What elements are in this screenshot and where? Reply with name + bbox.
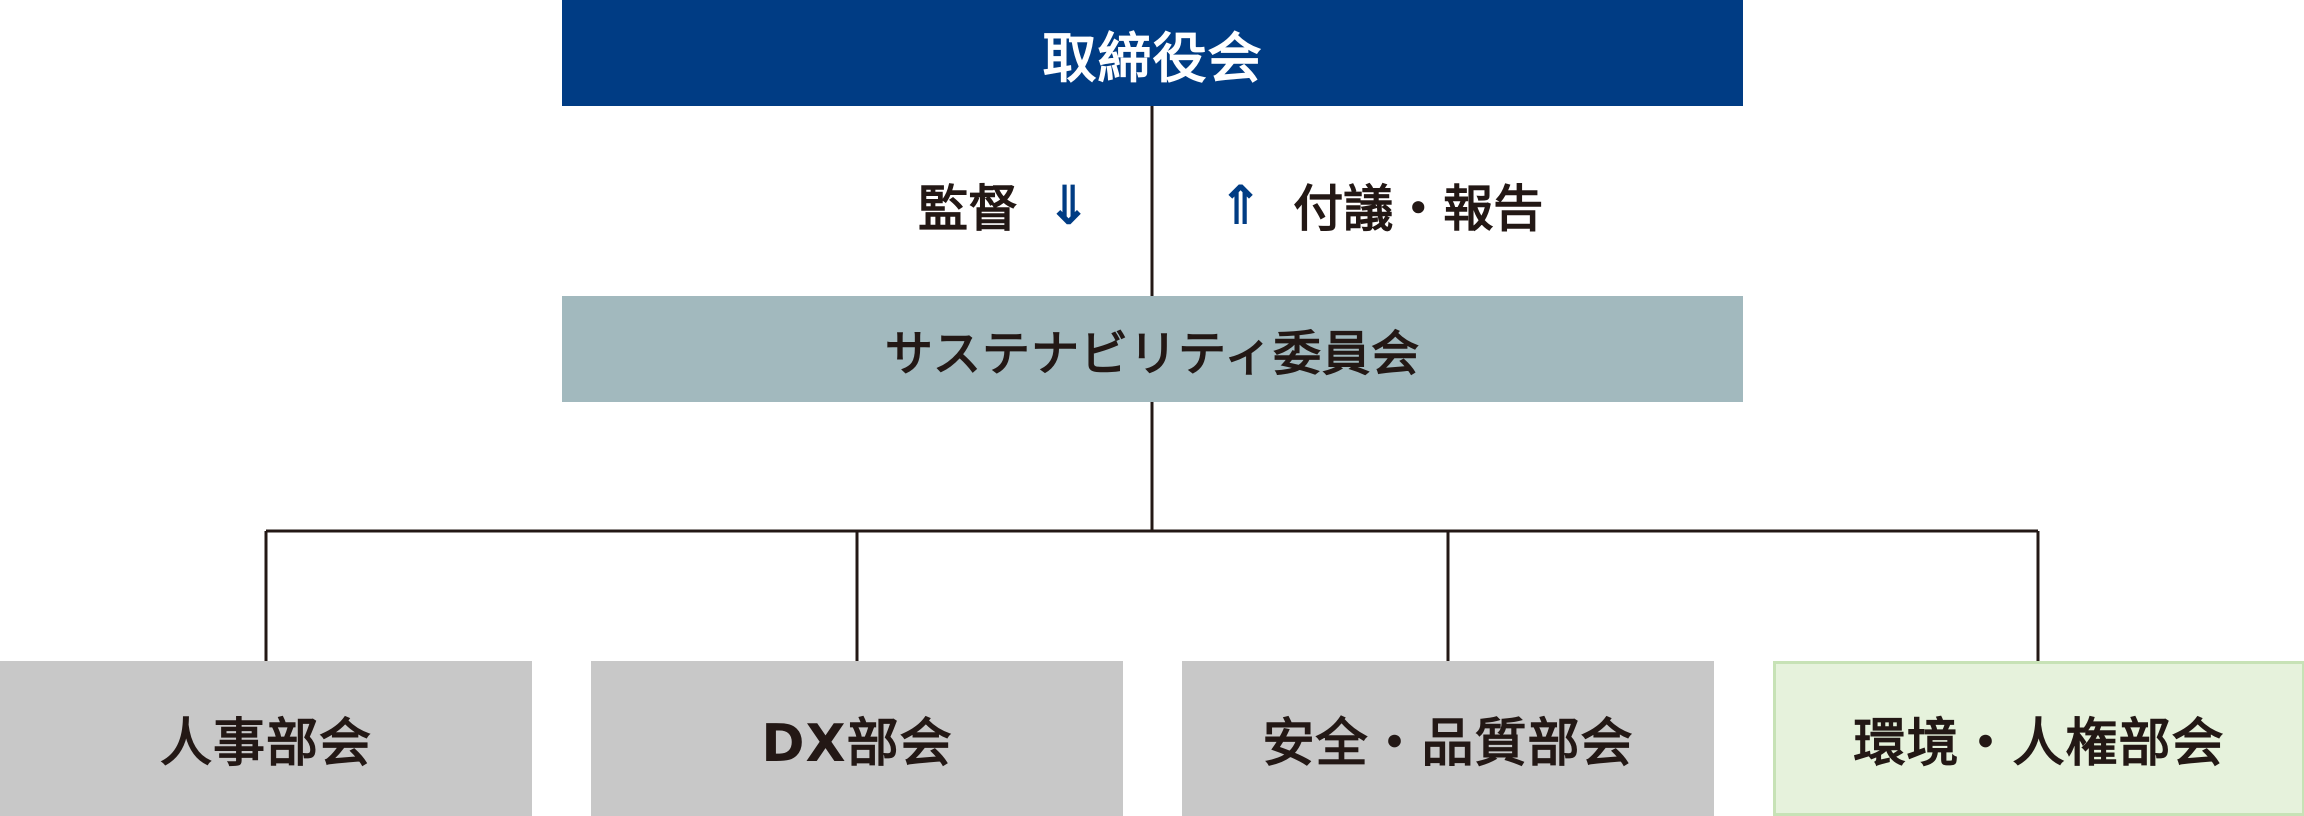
department-label: 人事部会 (159, 714, 372, 774)
supervision-label: 監督 (918, 180, 1018, 238)
report-flow: ⇑ 付議・報告 (1218, 170, 1543, 240)
department-label: 安全・品質部会 (1262, 714, 1634, 774)
board-of-directors-box: 取締役会 (562, 0, 1743, 106)
department-box-hr: 人事部会 (0, 661, 532, 816)
department-label: 環境・人権部会 (1853, 714, 2225, 774)
double-arrow-up-icon: ⇑ (1218, 173, 1264, 237)
department-box-dx: DX部会 (591, 661, 1123, 816)
sustainability-committee-box: サステナビリティ委員会 (562, 296, 1743, 402)
double-arrow-down-icon: ⇓ (1046, 173, 1092, 237)
report-label: 付議・報告 (1293, 180, 1544, 238)
department-box-safety-quality: 安全・品質部会 (1182, 661, 1714, 816)
committee-label: サステナビリティ委員会 (884, 326, 1421, 382)
department-box-environment-human-rights: 環境・人権部会 (1773, 661, 2304, 816)
supervision-flow: 監督 ⇓ (918, 170, 1091, 240)
board-label: 取締役会 (1042, 26, 1263, 90)
department-label: DX部会 (761, 714, 953, 774)
